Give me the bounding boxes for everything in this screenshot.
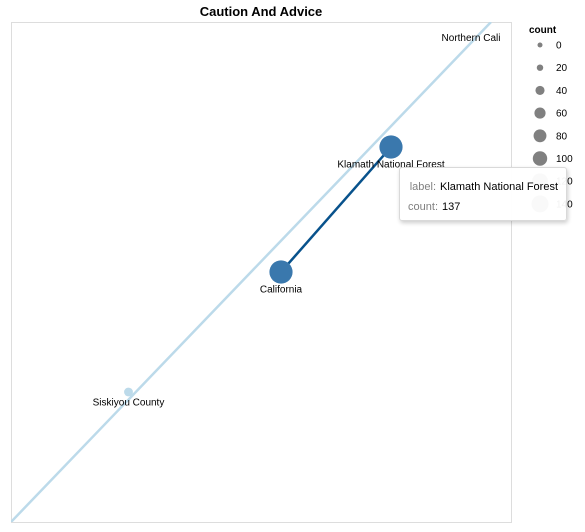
points-layer: Siskiyou County California Klamath Nationa… [93,33,501,408]
legend-symbol [534,107,546,119]
data-point[interactable] [124,387,133,397]
trend-line [11,22,492,522]
data-point[interactable] [269,260,293,284]
legend-symbol [532,151,548,166]
legend-label: 20 [556,63,568,74]
point-label: Siskiyou County [93,397,165,408]
legend-label: 0 [556,41,562,52]
legend-symbol [535,85,545,95]
plot-area: Siskiyou County California Klamath Nationa… [11,22,500,522]
legend-symbol [536,64,544,71]
legend-label: 100 [556,154,573,165]
tooltip: label: Klamath National Forest count: 13… [399,167,567,221]
legend-symbol [533,129,547,143]
data-point[interactable] [379,135,403,159]
highlight-line [280,146,392,273]
tooltip-count-key: count: [408,201,438,213]
legend-label: 40 [556,86,568,97]
point-label: Northern Cali [442,33,501,44]
legend-title: count [529,25,557,36]
tooltip-label-value: Klamath National Forest [440,181,558,193]
chart-title: Caution And Advice [200,4,323,19]
legend-symbol [537,42,543,48]
legend-label: 80 [556,131,568,142]
legend-label: 60 [556,109,568,120]
point-label: Klamath National Forest [337,160,444,171]
tooltip-label-key: label: [409,181,436,193]
point-label: California [260,285,303,296]
plot-frame [11,22,512,523]
tooltip-count-value: 137 [442,201,461,213]
